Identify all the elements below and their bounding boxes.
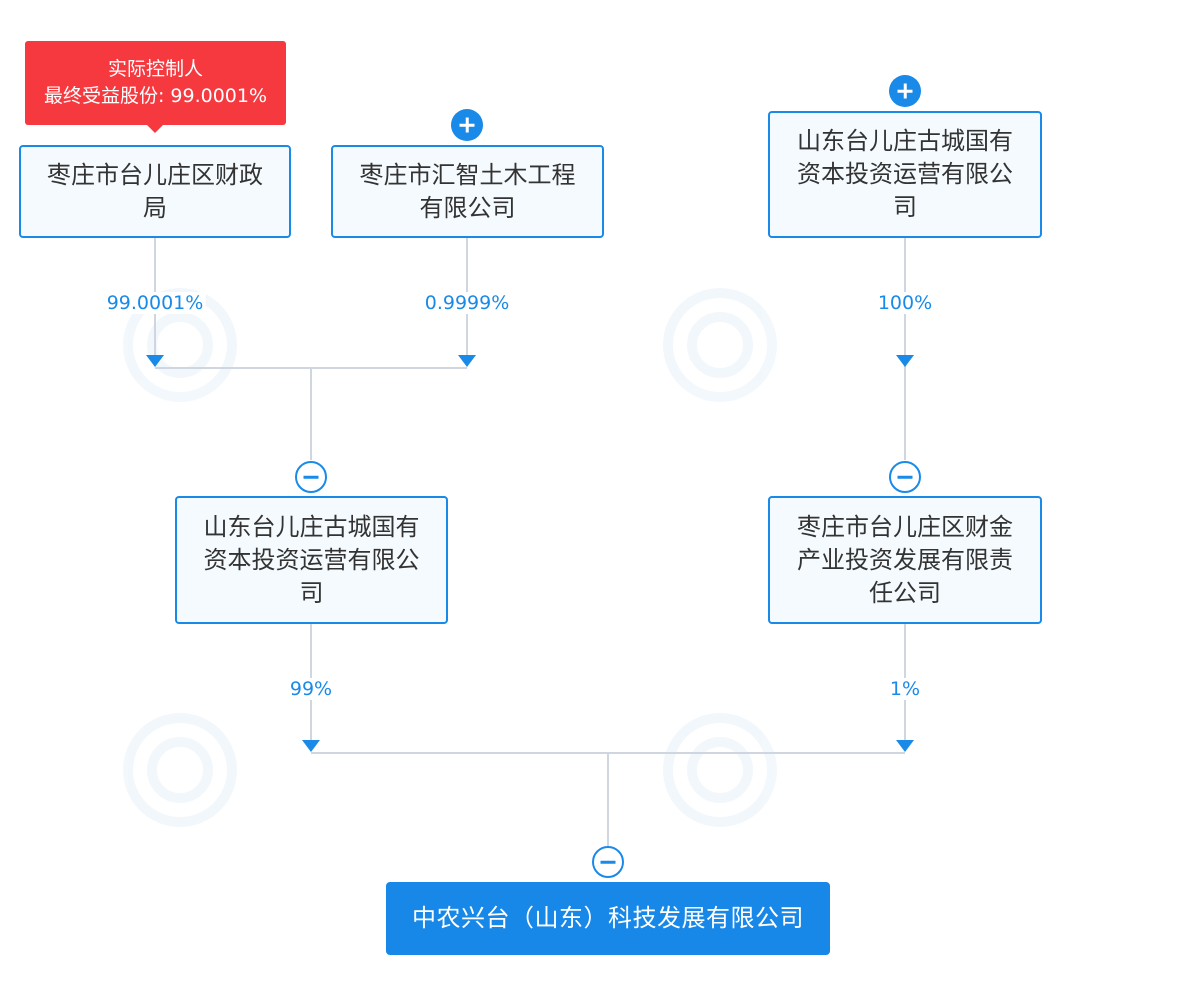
edge-percent-gucheng-top: 100% — [875, 292, 935, 314]
node-label: 枣庄市台儿庄区财政局 — [47, 160, 263, 222]
edge-percent-finance-bureau: 99.0001% — [104, 292, 206, 314]
shareholder-node-huizhi[interactable]: 枣庄市汇智土木工程有限公司 — [331, 145, 604, 238]
node-label: 山东台儿庄古城国有资本投资运营有限公司 — [797, 127, 1013, 221]
shareholder-node-gucheng-top[interactable]: 山东台儿庄古城国有资本投资运营有限公司 — [768, 111, 1042, 238]
edge-percent-gucheng-mid: 99% — [287, 678, 335, 700]
node-label: 山东台儿庄古城国有资本投资运营有限公司 — [203, 512, 420, 607]
collapse-target-minus-icon[interactable] — [592, 846, 624, 878]
node-label: 枣庄市汇智土木工程有限公司 — [359, 160, 576, 222]
actual-controller-label: 实际控制人 — [107, 58, 203, 80]
arrow-down-icon — [458, 355, 476, 367]
node-label: 中农兴台（山东）科技发展有限公司 — [412, 904, 804, 932]
target-company-node[interactable]: 中农兴台（山东）科技发展有限公司 — [386, 882, 830, 955]
arrow-down-icon — [302, 740, 320, 752]
shareholder-node-caijin[interactable]: 枣庄市台儿庄区财金产业投资发展有限责任公司 — [768, 496, 1042, 624]
ultimate-benefit-share: 最终受益股份: 99.0001% — [43, 85, 268, 107]
arrow-down-icon — [146, 355, 164, 367]
edge-percent-huizhi: 0.9999% — [422, 292, 512, 314]
collapse-caijin-minus-icon[interactable] — [889, 461, 921, 493]
actual-controller-tag: 实际控制人 最终受益股份: 99.0001% — [25, 41, 286, 133]
node-label: 枣庄市台儿庄区财金产业投资发展有限责任公司 — [797, 512, 1013, 607]
arrow-down-icon — [896, 355, 914, 367]
collapse-gucheng-mid-minus-icon[interactable] — [295, 461, 327, 493]
expand-gucheng-top-plus-icon[interactable] — [889, 75, 921, 107]
expand-huizhi-plus-icon[interactable] — [451, 109, 483, 141]
edge-percent-caijin: 1% — [887, 678, 923, 700]
shareholder-node-gucheng-mid[interactable]: 山东台儿庄古城国有资本投资运营有限公司 — [175, 496, 448, 624]
arrow-down-icon — [896, 740, 914, 752]
shareholder-node-finance-bureau[interactable]: 枣庄市台儿庄区财政局 — [19, 145, 291, 238]
